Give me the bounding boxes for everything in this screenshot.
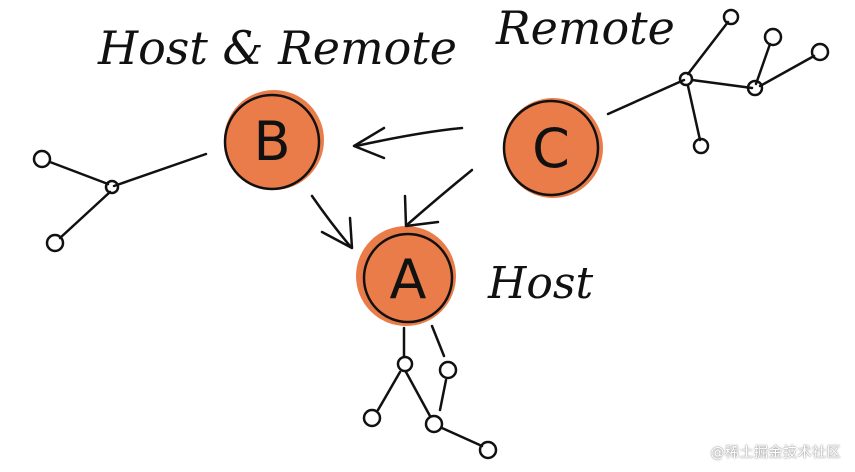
subtree-a-link-lr [404,370,432,418]
subtree-a-node-3 [424,414,444,434]
subtree-c-leaf-top [722,8,740,26]
subtree-b-hub [104,179,120,195]
subtree-c-link-up [686,20,730,76]
subtree-c-link-r1 [754,42,772,86]
subtree-c-leaf-r2 [810,42,830,62]
edge-c-to-a [406,168,474,226]
label-host-remote: Host & Remote [97,21,457,75]
subtree-a [362,324,498,460]
edge-b-to-a-arrowhead [320,216,354,250]
subtree-c-link-r2 [758,54,816,88]
edge-b-to-a [310,194,352,248]
subtree-a-leaf-1 [362,408,382,428]
edge-c-to-a-arrowhead [403,194,440,228]
subtree-c-link-main [606,78,686,116]
subtree-c-hub [678,71,694,87]
subtree-a-node-2 [438,360,458,380]
node-b-letter: B [253,110,290,173]
node-b: B [223,90,324,191]
subtree-b-leaf-1 [32,149,52,169]
subtree-a-link-tail [440,426,484,448]
subtree-c-leaf-r1 [763,27,783,47]
node-b-fill [224,90,324,190]
subtree-b-link-top [48,160,110,186]
subtree-b [32,149,208,253]
subtree-c-leaf-bottom [692,137,710,155]
node-a: A [356,226,456,326]
subtree-c [606,8,830,155]
subtree-c-mid [746,79,764,97]
node-c-fill [503,98,603,198]
label-host: Host [487,258,593,309]
subtree-b-link-main [112,152,208,188]
label-remote: Remote [495,1,675,55]
node-a-outline [362,232,454,324]
edge-c-to-b [354,126,464,148]
subtree-c-link-right [690,78,754,90]
subtree-b-link-bottom [58,190,112,240]
subtree-a-link-rd [438,378,448,412]
node-c-letter: C [532,117,570,180]
node-c-outline [502,99,600,197]
edges [310,126,474,250]
node-a-letter: A [390,248,427,311]
subtree-a-leaf-2 [478,440,498,460]
subtree-a-link-right [430,324,446,358]
subtree-a-link-ll [376,370,402,412]
node-b-outline [223,93,321,191]
edge-c-to-b-arrowhead [352,126,386,160]
subtree-a-node-1 [396,355,414,373]
subtree-b-leaf-2 [45,233,65,253]
watermark: @稀土掘金技术社区 [710,445,841,461]
subtree-c-link-down [686,84,702,142]
node-a-fill [356,226,456,326]
node-c: C [502,98,603,198]
